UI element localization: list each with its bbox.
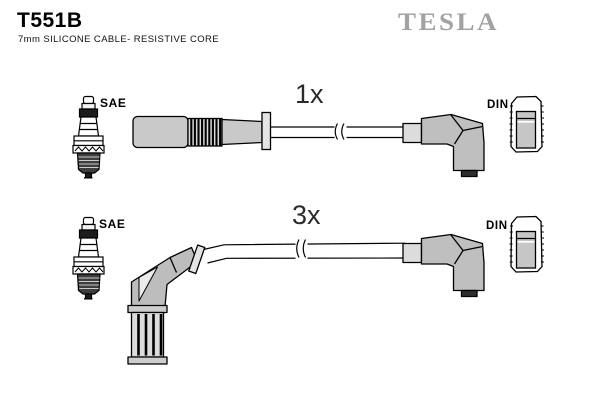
boot-flange [188, 244, 206, 275]
din-label-row2: DIN [486, 220, 508, 232]
cable-line-2 [203, 239, 406, 264]
straight-boot-icon [132, 111, 272, 151]
din-label-row1: DIN [487, 99, 509, 111]
cable-row-2 [72, 215, 545, 365]
sae-label-row2: SAE [99, 217, 126, 231]
quantity-label-row1: 1x [295, 79, 324, 109]
boot-flange [261, 111, 272, 151]
cable-row-1 [72, 95, 545, 179]
angled-boot-icon [127, 244, 206, 365]
sae-label-row1: SAE [100, 96, 127, 110]
quantity-label-row2: 3x [292, 200, 321, 230]
cable-break-icon [296, 239, 307, 258]
cable-description: 7mm SILICONE CABLE- RESISTIVE CORE [18, 34, 220, 45]
boot-body [132, 115, 189, 149]
cable-line-1 [270, 122, 403, 142]
ribbed-shield [130, 311, 165, 358]
cable-break-icon [334, 123, 345, 140]
part-number: T551B [17, 9, 83, 32]
tesla-logo: TESLA [398, 7, 500, 36]
